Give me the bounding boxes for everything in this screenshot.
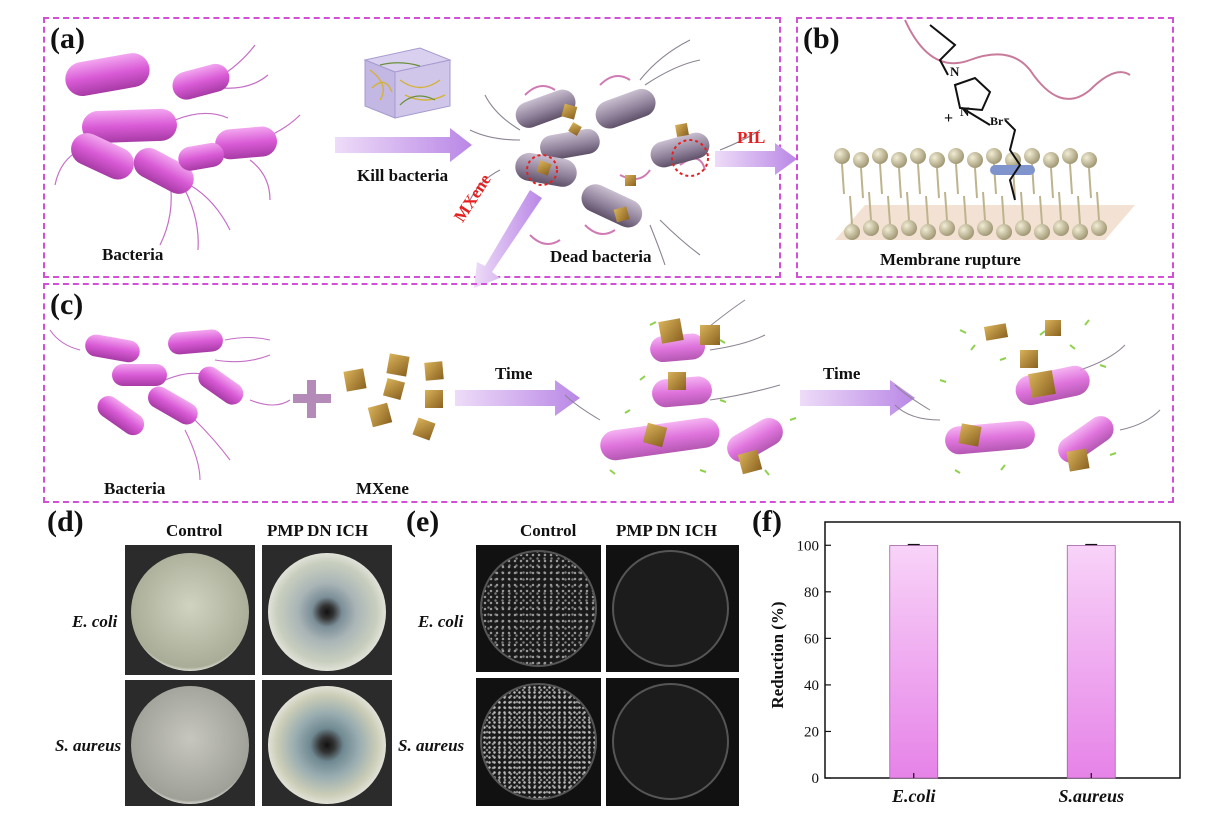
panel-b-label: (b) bbox=[803, 22, 840, 55]
dish-e-control-ecoli bbox=[476, 545, 601, 672]
panel-c-label: (c) bbox=[50, 288, 84, 321]
time-arrow-1 bbox=[455, 380, 580, 416]
panel-b bbox=[796, 17, 1174, 278]
panel-c-bacteria-label: Bacteria bbox=[104, 479, 166, 498]
panel-d-header-pmp: PMP DN ICH bbox=[267, 521, 369, 540]
panel-c-live-bacteria bbox=[49, 329, 291, 481]
dish-d-pmp-saureus bbox=[262, 680, 392, 806]
chem-plus: + bbox=[944, 110, 954, 127]
hydrogel-cube bbox=[363, 47, 452, 119]
panel-c-mxene-label: MXene bbox=[356, 479, 409, 498]
pil-label: PIL bbox=[737, 128, 766, 147]
dish-d-control-saureus bbox=[125, 680, 255, 806]
panel-f-label: (f) bbox=[752, 505, 782, 538]
membrane-rupture-caption: Membrane rupture bbox=[880, 250, 1021, 269]
kill-arrow bbox=[335, 128, 472, 162]
pil-arrow bbox=[715, 143, 797, 175]
phospholipid-bottom-row bbox=[844, 191, 1107, 240]
mxene-flakes bbox=[343, 353, 444, 441]
panel-d-label: (d) bbox=[47, 505, 84, 538]
chem-n2: N bbox=[960, 104, 970, 119]
panel-e-header-control: Control bbox=[520, 521, 577, 540]
dish-e-control-saureus bbox=[476, 678, 601, 806]
panel-e-row-saureus: S. aureus bbox=[398, 736, 465, 755]
dish-d-control-ecoli bbox=[125, 545, 255, 675]
dish-e-pmp-saureus bbox=[606, 678, 739, 806]
panel-c-dead-bacteria bbox=[894, 319, 1161, 474]
panel-c bbox=[43, 283, 1174, 503]
time-label-1: Time bbox=[495, 364, 533, 383]
dead-bacteria-label: Dead bacteria bbox=[550, 247, 652, 266]
live-bacteria-group-a bbox=[54, 44, 301, 251]
time-label-2: Time bbox=[823, 364, 861, 383]
chem-br: Br⁻ bbox=[990, 114, 1010, 128]
chem-n1: N bbox=[950, 64, 960, 79]
time-arrow-2 bbox=[800, 380, 915, 416]
dish-e-pmp-ecoli bbox=[606, 545, 739, 672]
panel-d-row-saureus: S. aureus bbox=[55, 736, 122, 755]
panel-c-interacting-bacteria bbox=[564, 299, 797, 476]
panel-e-label: (e) bbox=[406, 505, 440, 538]
dish-d-pmp-ecoli bbox=[262, 545, 392, 675]
panel-e-row-ecoli: E. coli bbox=[418, 612, 464, 631]
phospholipid-top-row bbox=[834, 148, 1097, 199]
dead-bacteria-group bbox=[469, 39, 761, 266]
kill-bacteria-label: Kill bacteria bbox=[357, 166, 449, 185]
panel-a-bacteria-label: Bacteria bbox=[102, 245, 164, 264]
membrane-illustration bbox=[834, 19, 1135, 240]
panel-d-row-ecoli: E. coli bbox=[72, 612, 118, 631]
panel-a-label: (a) bbox=[50, 22, 85, 55]
panel-e-header-pmp: PMP DN ICH bbox=[616, 521, 718, 540]
panel-d-header-control: Control bbox=[166, 521, 223, 540]
plus-sign bbox=[293, 380, 331, 418]
mxene-arrow bbox=[474, 190, 542, 288]
